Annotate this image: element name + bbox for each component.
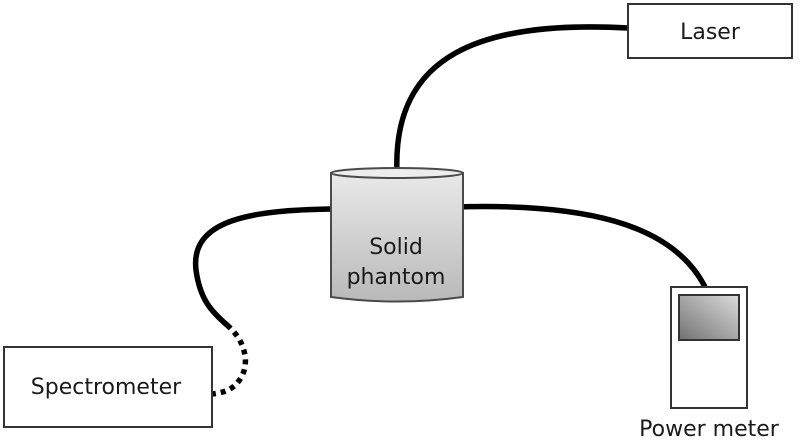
laser-label: Laser [680,20,741,45]
solid-phantom: Solid phantom [330,167,464,303]
phantom-body [330,172,464,303]
laser-box: Laser [627,3,793,59]
power-meter-label: Power meter [639,417,780,440]
spectrometer-box: Spectrometer [3,346,213,428]
spectrometer-fiber [192,206,334,328]
spectrometer-label: Spectrometer [31,375,182,400]
power-meter-fiber [454,203,708,289]
phantom-label-line1: Solid [369,235,423,260]
power-meter: Power meter [639,286,780,440]
phantom-label-line2: phantom [347,265,446,290]
power-meter-screen [678,294,740,341]
phantom-top [330,167,464,179]
spectrometer-fiber-dotted [211,322,249,397]
laser-fiber [394,24,629,174]
